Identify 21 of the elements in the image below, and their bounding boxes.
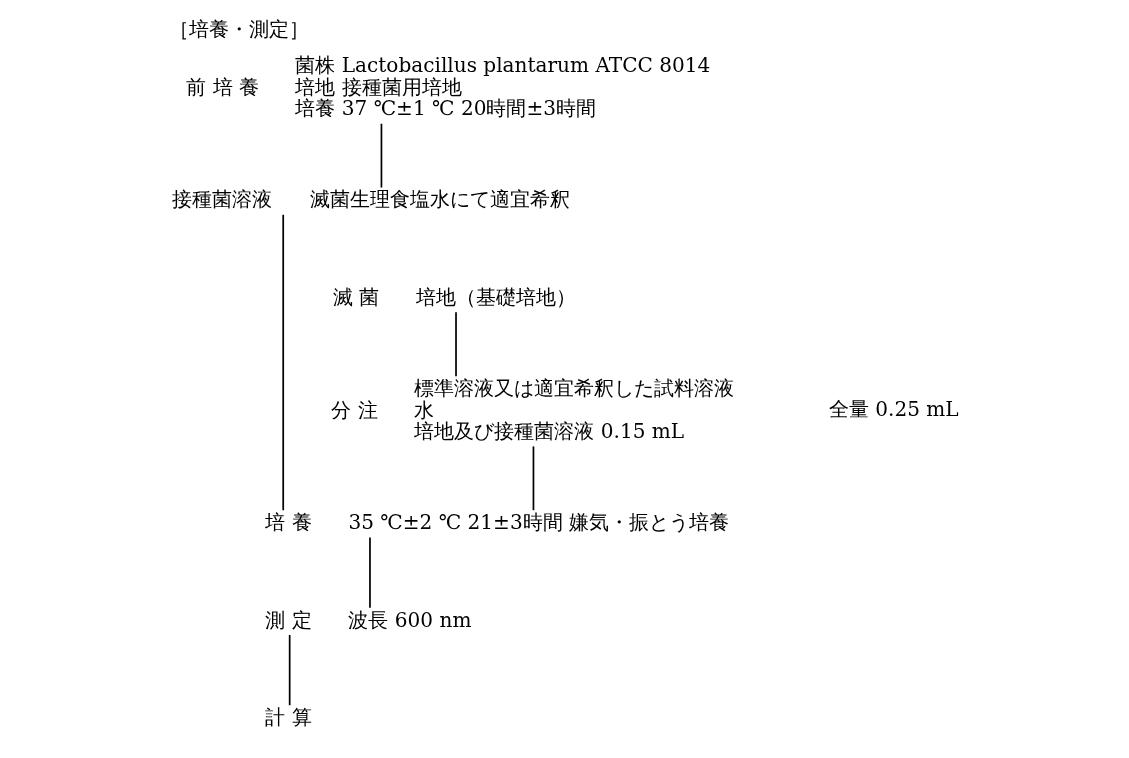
node-text: 接種菌溶液 [171,187,272,212]
node-label: 培地及び接種菌溶液 0.15 mL [413,419,684,444]
node-text: 計 算 [264,705,312,730]
node-label: 35 ℃±2 ℃ 21±3時間 嫌気・振とう培養 [347,510,729,535]
diagram-title: ［培養・測定］ [168,16,309,41]
connector [454,311,457,377]
node-label: 菌株 Lactobacillus plantarum ATCC 8014 [294,53,710,78]
node-label: 培地（基礎培地） [415,285,576,309]
node-text: 滅 菌 [332,285,379,309]
connector [281,213,284,512]
connector [368,536,371,609]
connector [532,445,534,512]
connector [288,634,291,707]
label: 全量 0.25 mL [828,396,959,421]
node-label: 滅菌生理食塩水にて適宜希釈 [309,187,570,212]
node-text: 培 養 [264,510,312,535]
node-text: 前 培 養 [185,74,259,99]
node-label: 波長 600 nm [347,607,471,632]
node-text: 分 注 [330,397,378,422]
connector [380,122,382,189]
node-text: 測 定 [264,607,312,632]
